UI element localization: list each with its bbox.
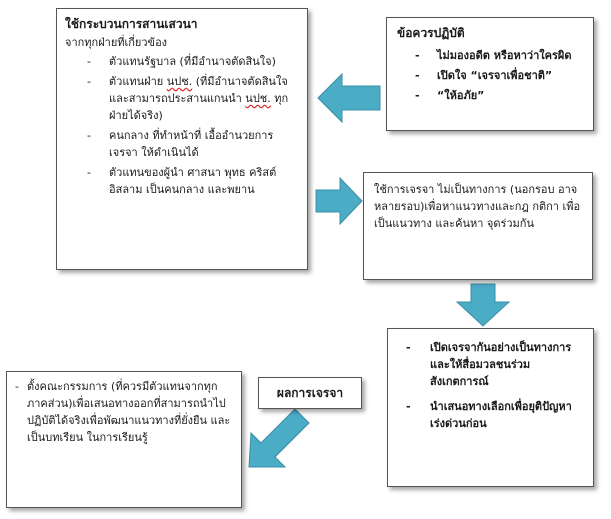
arrow-left-shape — [317, 72, 381, 124]
formal-negotiation-item: เปิดเจรจากันอย่างเป็นทางการและให้สื่อมวล… — [406, 339, 585, 390]
result-box: ตั้งคณะกรรมการ (ที่ควรมีตัวแทนจากทุกภาคส… — [6, 371, 242, 508]
result-list: ตั้งคณะกรรมการ (ที่ควรมีตัวแทนจากทุกภาคส… — [15, 378, 233, 446]
formal-negotiation-list: เปิดเจรจากันอย่างเป็นทางการและให้สื่อมวล… — [406, 339, 585, 432]
process-box: ใช้กระบวนการสานเสวนา จากทุกฝ่ายที่เกี่ยว… — [56, 8, 308, 270]
practice-box: ข้อควรปฏิบัติ ไม่มองอดีต หรือหาว่าใครผิด… — [386, 17, 594, 131]
result-item: ตั้งคณะกรรมการ (ที่ควรมีตัวแทนจากทุกภาคส… — [15, 378, 233, 446]
informal-negotiation-box: ใช้การเจรจา ไม่เป็นทางการ (นอกรอบ อาจหลา… — [363, 172, 593, 280]
formal-negotiation-item: นำเสนอทางเลือกเพื่อยุติปัญหาเร่งด่วนก่อน — [406, 398, 585, 432]
participant-item: ตัวแทนฝ่าย นปช. (ที่มีอำนาจตัดสินใจ และส… — [87, 73, 299, 124]
arrow-left-from-practice — [317, 72, 381, 124]
process-title: ใช้กระบวนการสานเสวนา — [65, 17, 198, 31]
arrow-down-to-forum — [455, 283, 511, 327]
participant-list: ตัวแทนรัฐบาล (ที่มีอำนาจตัดสินใจ) ตัวแทน… — [87, 53, 299, 198]
practice-item: ไม่มองอดีต หรือหาว่าใครผิด — [415, 47, 585, 64]
practice-list: ไม่มองอดีต หรือหาว่าใครผิด เปิดใจ “เจรจา… — [415, 47, 585, 104]
negotiation-text: ใช้การเจรจา ไม่เป็นทางการ (นอกรอบ อาจหลา… — [374, 183, 581, 231]
participant-item: ตัวแทนรัฐบาล (ที่มีอำนาจตัดสินใจ) — [87, 53, 299, 70]
udd-abbrev: นปช. — [245, 91, 271, 105]
result-label: ผลการเจรจา — [258, 377, 362, 409]
practice-title: ข้อควรปฏิบัติ — [397, 26, 465, 40]
practice-item: เปิดใจ “เจรจาเพื่อชาติ” — [415, 67, 585, 84]
arrow-diagonal-to-result — [248, 408, 310, 468]
participant-item: คนกลาง ที่ทำหน้าที่ เอื้ออำนวยการเจรจา ใ… — [87, 127, 299, 161]
udd-abbrev: นปช. — [166, 74, 193, 88]
arrow-right-shape — [315, 176, 363, 226]
arrow-down-shape — [455, 283, 511, 327]
participant-item: ตัวแทนของผู้นำ ศาสนา พุทธ คริสต์ อิสลาม … — [87, 164, 299, 198]
arrow-right-to-negotiation — [315, 176, 363, 226]
process-subtitle: จากทุกฝ่ายที่เกี่ยวข้อง — [65, 35, 168, 49]
arrow-diagonal-shape — [248, 408, 310, 468]
formal-negotiation-box: เปิดเจรจากันอย่างเป็นทางการและให้สื่อมวล… — [387, 328, 594, 487]
practice-item: “ให้อภัย” — [415, 87, 585, 104]
